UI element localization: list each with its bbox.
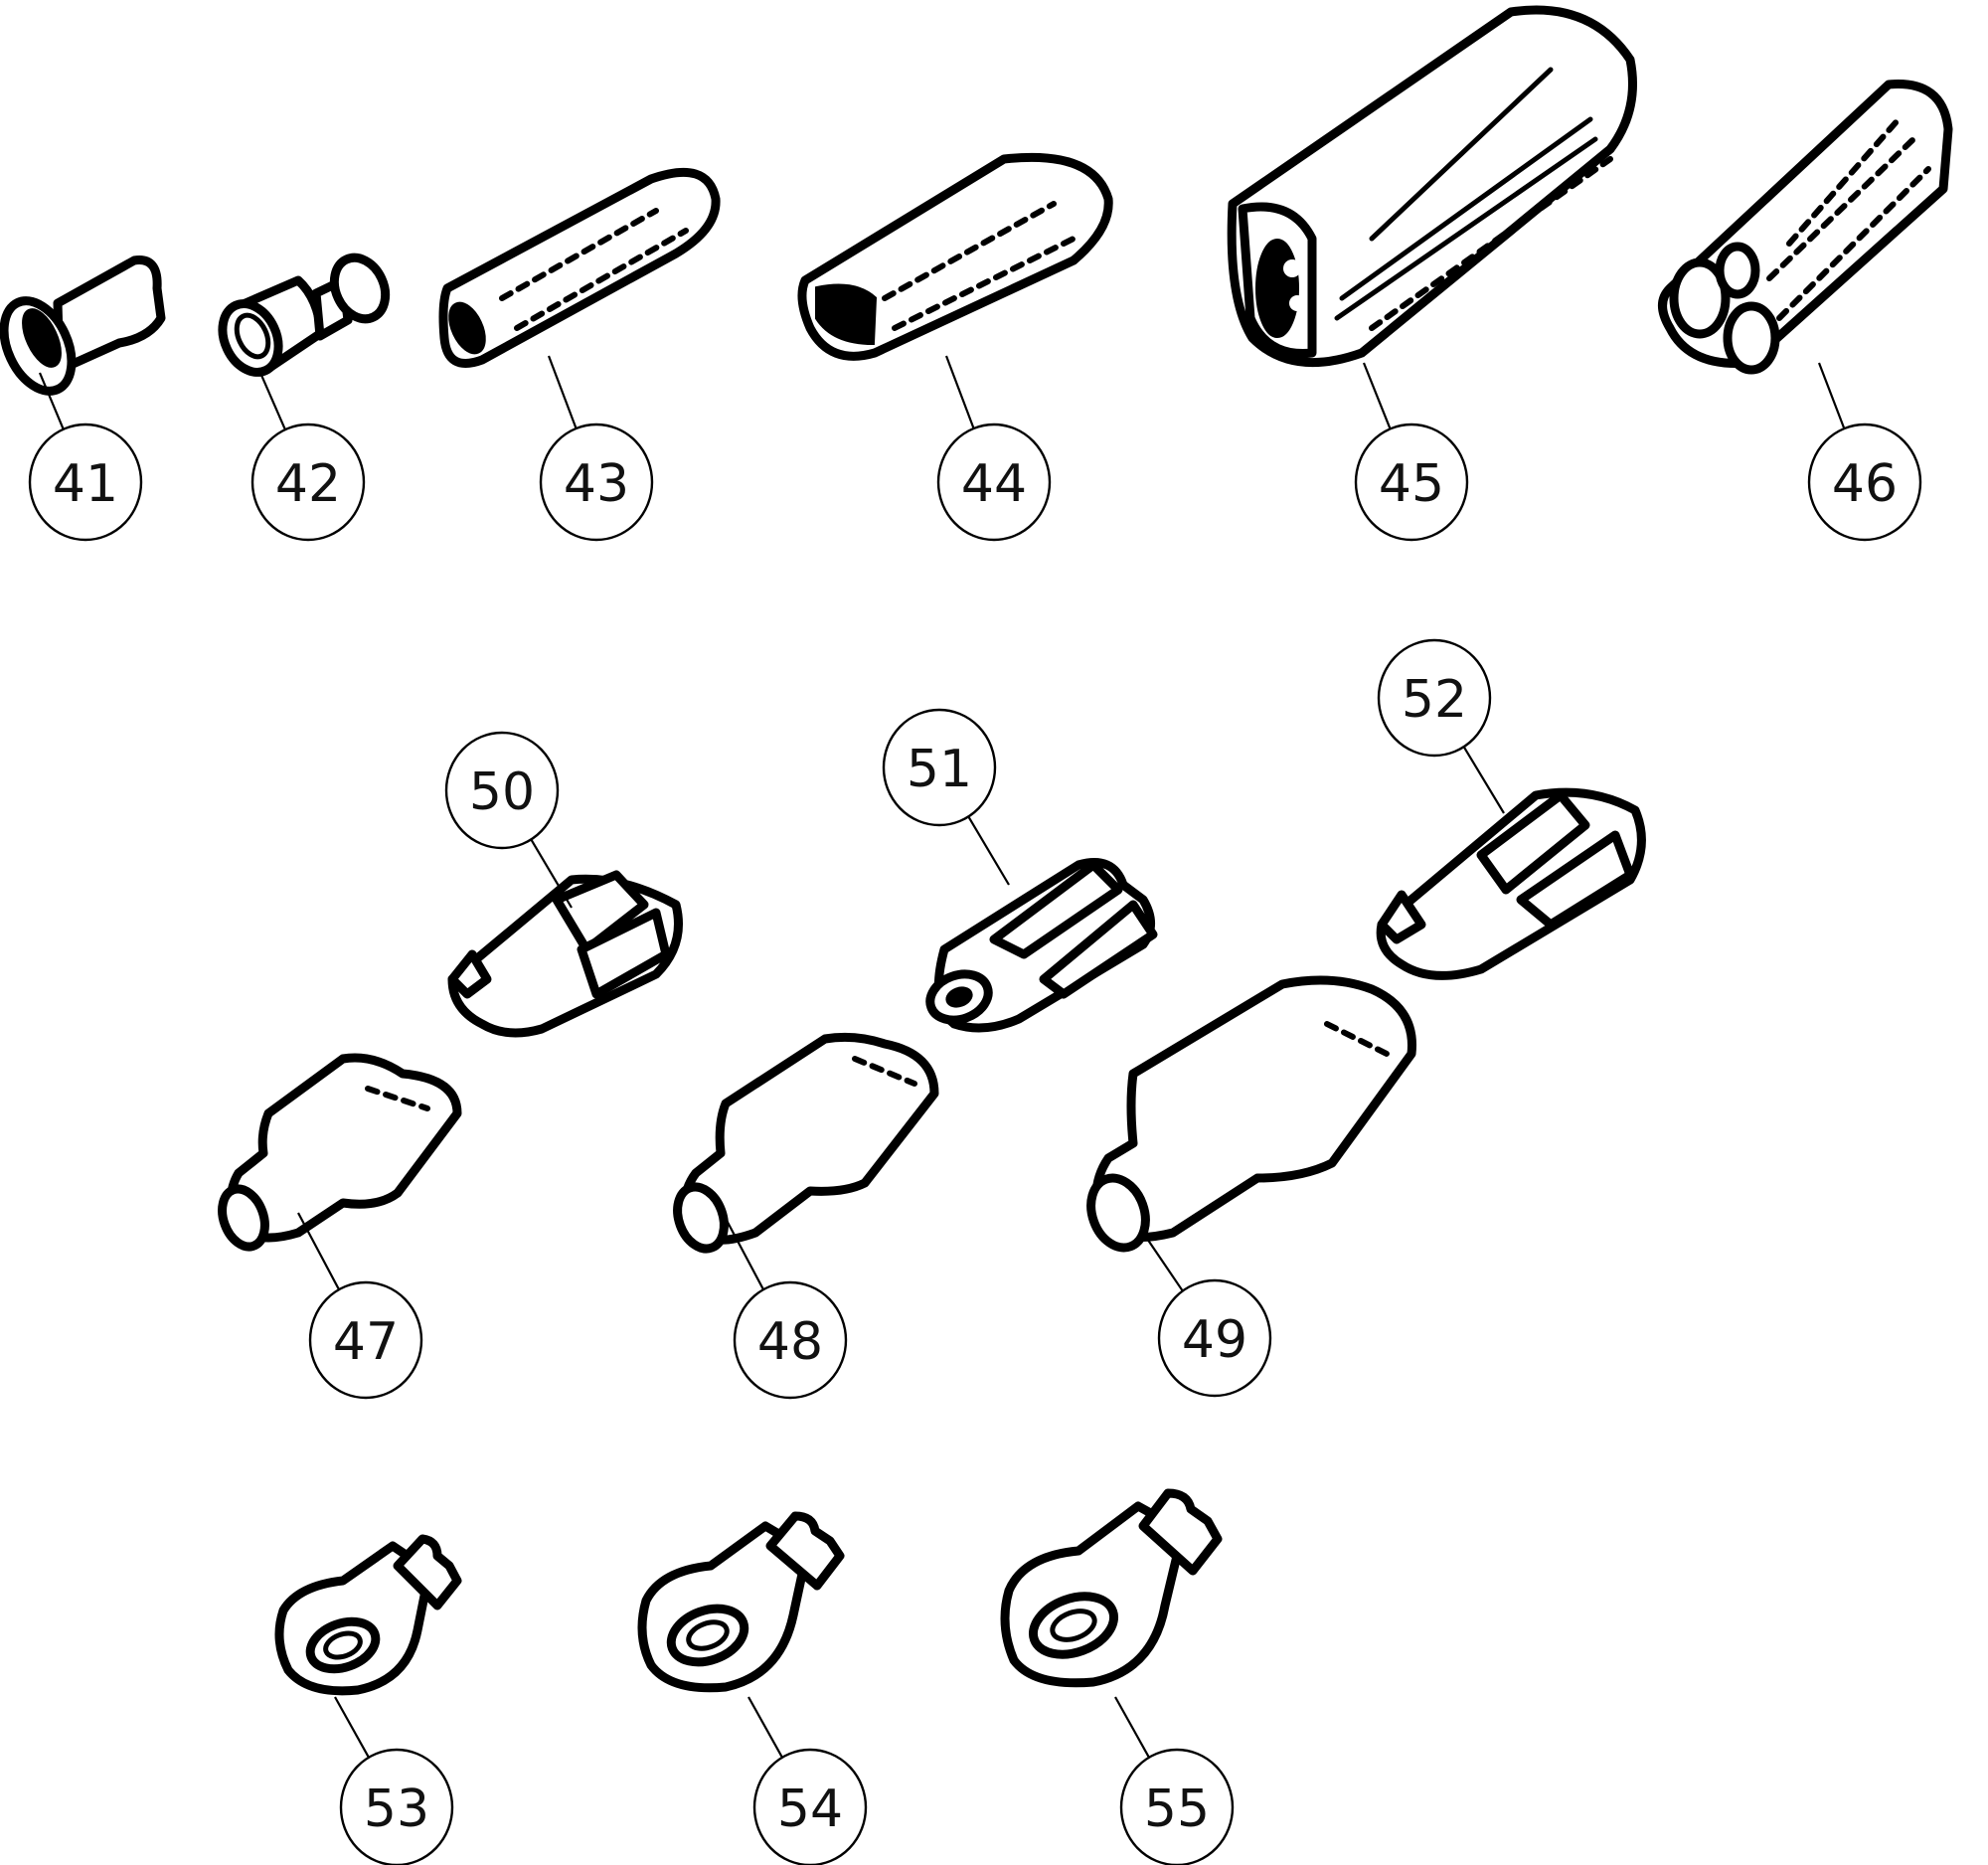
callout-50: 50: [444, 731, 573, 909]
callout-43: 43: [539, 355, 654, 542]
part-42-bullet-connector-drawing: [218, 253, 391, 377]
leader-line: [530, 838, 573, 909]
leader-line: [297, 1212, 340, 1290]
part-55-ring-terminal-drawing: [1000, 1488, 1223, 1688]
part-46-three-way-sleeve-drawing: [1658, 80, 1953, 375]
callout-circle: [1119, 1748, 1235, 1865]
callout-circle: [28, 423, 143, 542]
callout-number: 41: [53, 454, 118, 514]
callout-number: 45: [1379, 454, 1444, 514]
callout-circle: [1354, 423, 1469, 542]
callout-number: 52: [1402, 670, 1467, 730]
leader-line: [1462, 746, 1505, 814]
callout-42: 42: [250, 372, 366, 542]
callout-number: 54: [777, 1780, 843, 1839]
callout-number: 55: [1144, 1780, 1210, 1839]
part-54-ring-terminal-drawing: [637, 1511, 845, 1693]
callout-circle: [882, 708, 997, 827]
leader-line: [334, 1696, 370, 1759]
callout-circle: [539, 423, 654, 542]
callout-number: 51: [907, 740, 972, 799]
callout-number: 49: [1182, 1310, 1247, 1370]
part-48-spade-insulator-drawing: [673, 1032, 939, 1254]
part-44-double-sleeve-drawing: [797, 152, 1113, 361]
callout-circle: [1377, 638, 1492, 758]
leader-line: [722, 1212, 764, 1290]
callout-52: 52: [1377, 638, 1505, 814]
leader-line: [1114, 1696, 1150, 1759]
callout-layer: 41 42 43 44 45 46 47 48 49 50 51 52 53 54 55: [28, 355, 1922, 1865]
callout-number: 48: [757, 1312, 823, 1372]
callout-circle: [733, 1280, 848, 1400]
part-50-female-spade-drawing: [447, 870, 683, 1038]
callout-55: 55: [1114, 1696, 1235, 1865]
callout-number: 43: [564, 454, 629, 514]
callout-circle: [1807, 423, 1922, 542]
callout-48: 48: [722, 1212, 848, 1400]
callout-41: 41: [28, 372, 143, 542]
callout-53: 53: [334, 1696, 454, 1865]
callout-number: 44: [961, 454, 1027, 514]
part-47-spade-insulator-drawing: [218, 1053, 462, 1252]
callout-circle: [339, 1748, 454, 1865]
leader-line: [1817, 362, 1846, 429]
callout-number: 42: [275, 454, 341, 514]
leader-line: [1362, 362, 1392, 429]
callout-46: 46: [1807, 362, 1922, 542]
callout-number: 46: [1832, 454, 1898, 514]
leader-line: [258, 372, 286, 430]
callout-54: 54: [747, 1696, 868, 1865]
leader-line: [967, 815, 1010, 886]
leader-line: [747, 1696, 783, 1759]
callout-circle: [936, 423, 1052, 542]
callout-number: 47: [333, 1312, 399, 1372]
leader-line: [1142, 1232, 1184, 1292]
callout-circle: [308, 1280, 423, 1400]
callout-45: 45: [1354, 362, 1469, 542]
callout-51: 51: [882, 708, 1010, 886]
callout-number: 53: [364, 1780, 429, 1839]
callout-44: 44: [936, 355, 1052, 542]
leader-line: [944, 355, 975, 429]
leader-line: [38, 372, 65, 430]
part-43-single-sleeve-drawing: [438, 167, 721, 368]
part-51-female-spade-sleeved-drawing: [925, 858, 1158, 1033]
callout-circle: [752, 1748, 868, 1865]
part-53-ring-terminal-drawing: [274, 1534, 462, 1696]
leader-line: [547, 355, 578, 429]
callout-49: 49: [1142, 1232, 1272, 1398]
part-45-connector-cover-drawing: [1227, 5, 1637, 368]
part-41-flanged-ferrule-drawing: [0, 255, 166, 396]
callout-47: 47: [297, 1212, 423, 1400]
callout-number: 50: [469, 763, 535, 822]
part-49-spade-insulator-drawing: [1086, 975, 1416, 1253]
callout-circle: [1157, 1278, 1272, 1398]
callout-circle: [444, 731, 560, 850]
part-52-female-spade-large-drawing: [1376, 787, 1646, 980]
callout-circle: [250, 423, 366, 542]
